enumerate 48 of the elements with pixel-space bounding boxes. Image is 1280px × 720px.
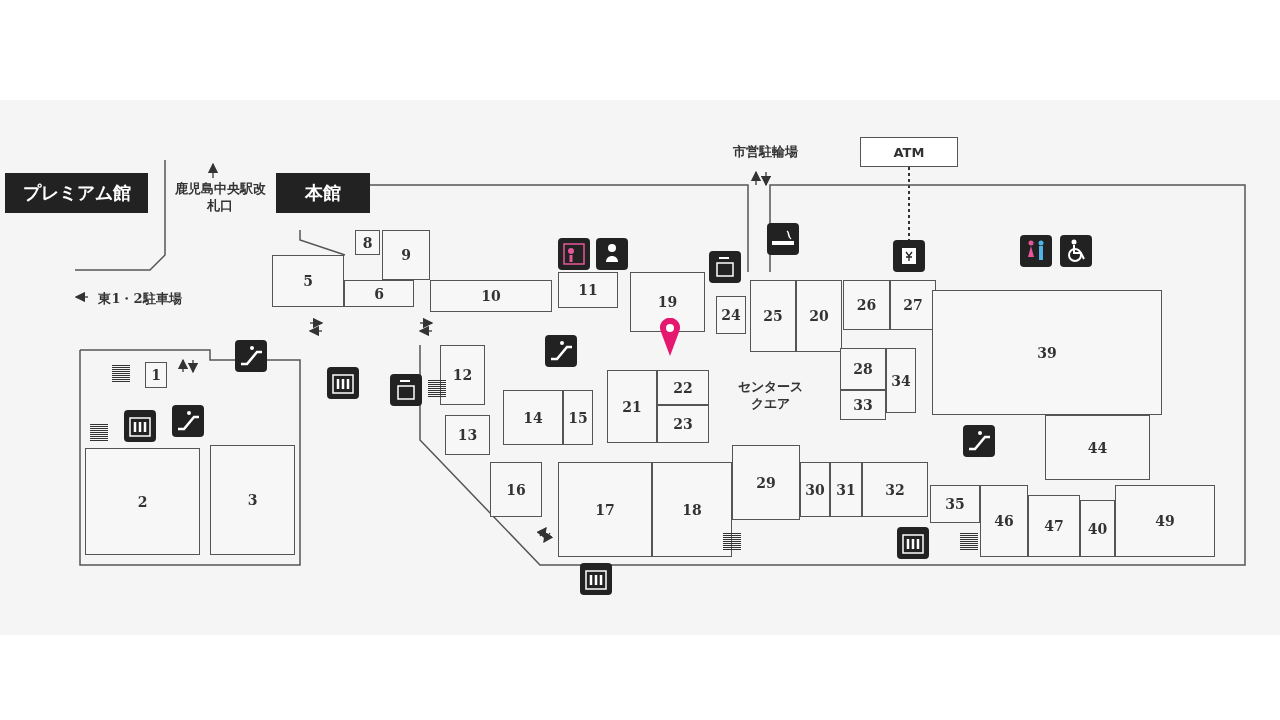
atm-sign-box: ATM <box>860 137 958 167</box>
building-name-box: プレミアム館 <box>5 173 148 213</box>
shop-unit: 23 <box>657 405 709 443</box>
shop-unit: 16 <box>490 462 542 517</box>
shop-unit: 24 <box>716 296 746 334</box>
shop-unit: 17 <box>558 462 652 557</box>
shop-unit: 13 <box>445 415 490 455</box>
shop-unit: 28 <box>840 348 886 390</box>
atm-icon <box>893 240 925 272</box>
shop-unit: 11 <box>558 272 618 308</box>
building-name-box: 本館 <box>276 173 370 213</box>
shop-unit: 31 <box>830 462 862 517</box>
direction-text: 東1・2駐車場 <box>97 290 183 307</box>
shop-unit: 35 <box>930 485 980 523</box>
shop-unit: 29 <box>732 445 800 520</box>
shop-unit: 20 <box>796 280 842 352</box>
shop-unit: 34 <box>886 348 916 413</box>
shop-unit: 40 <box>1080 500 1115 557</box>
shop-unit: 2 <box>85 448 200 555</box>
area-name: センタースクエア <box>736 378 804 412</box>
shop-unit: 22 <box>657 370 709 405</box>
shop-unit: 15 <box>563 390 593 445</box>
shop-unit: 26 <box>843 280 890 330</box>
shop-unit: 46 <box>980 485 1028 557</box>
direction-text: 鹿児島中央駅改札口 <box>173 180 267 214</box>
shop-unit: 9 <box>382 230 430 280</box>
leader-line <box>908 166 910 241</box>
shop-unit: 30 <box>800 462 830 517</box>
shop-unit: 25 <box>750 280 796 352</box>
shop-unit: 47 <box>1028 495 1080 557</box>
shop-unit: 1 <box>145 362 167 388</box>
shop-unit: 44 <box>1045 415 1150 480</box>
shop-unit: 39 <box>932 290 1162 415</box>
shop-unit: 49 <box>1115 485 1215 557</box>
shop-unit: 5 <box>272 255 344 307</box>
shop-unit: 21 <box>607 370 657 443</box>
shop-unit: 10 <box>430 280 552 312</box>
shop-unit: 27 <box>890 280 936 330</box>
shop-unit: 12 <box>440 345 485 405</box>
shop-unit: 32 <box>862 462 928 517</box>
shop-unit: 19 <box>630 272 705 332</box>
shop-unit: 33 <box>840 390 886 420</box>
direction-text: 市営駐輪場 <box>731 143 799 160</box>
shop-unit: 3 <box>210 445 295 555</box>
shop-unit: 14 <box>503 390 563 445</box>
shop-unit: 6 <box>344 280 414 307</box>
shop-unit: 18 <box>652 462 732 557</box>
shop-unit: 8 <box>355 230 380 255</box>
